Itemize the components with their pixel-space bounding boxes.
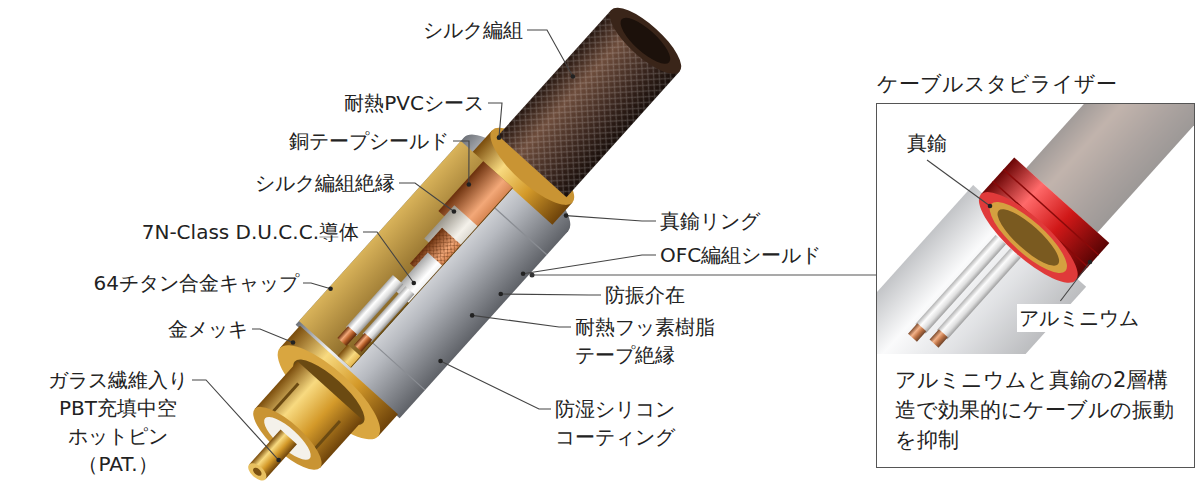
part-label: アルミニウム	[1017, 304, 1141, 332]
part-label: 真鍮	[907, 129, 947, 157]
part-label: シルク編組絶縁	[255, 169, 395, 197]
leader-dot	[412, 281, 417, 286]
part-label: 銅テープシールド	[289, 127, 449, 155]
leader-dot	[564, 213, 569, 218]
leader-dot	[452, 209, 457, 214]
leader-dot	[521, 271, 526, 276]
leader-dot	[571, 74, 576, 79]
leader-line	[252, 329, 293, 342]
leader-dot	[988, 204, 993, 209]
part-label: 64チタン合金キャップ	[94, 269, 299, 297]
leader-dot	[467, 182, 472, 187]
part-label: 7N-Class D.U.C.C.導体	[142, 218, 359, 246]
leader-dot	[470, 313, 475, 318]
leader-line	[527, 30, 573, 76]
part-label: シルク編組	[423, 16, 523, 44]
part-label: 耐熱フッ素樹脂 テープ絶縁	[575, 313, 715, 369]
leader-line	[472, 315, 571, 327]
leader-line	[453, 141, 469, 185]
leader-dot	[1088, 260, 1093, 265]
leader-dot	[276, 458, 281, 463]
part-label: 防振介在	[605, 281, 685, 309]
leader-line	[501, 294, 601, 296]
box-heading: ケーブルスタビライザー	[877, 70, 1117, 98]
leader-line	[363, 232, 414, 283]
part-label: 真鍮リング	[660, 207, 760, 235]
leader-dot	[291, 340, 296, 345]
leader-line	[488, 103, 502, 138]
part-label: 防湿シリコン コーティング	[555, 395, 675, 451]
leader-line	[523, 255, 656, 274]
leader-dot	[438, 359, 443, 364]
leader-dot	[328, 287, 333, 292]
part-label: 耐熱PVCシース	[344, 89, 484, 117]
leader-line	[927, 160, 990, 206]
leader-line	[1060, 262, 1090, 301]
part-label: OFC編組シールド	[660, 241, 821, 269]
leader-line	[399, 183, 454, 212]
leader-dot	[498, 292, 503, 297]
leader-line	[303, 283, 331, 289]
box-body: アルミニウムと真鍮の2層構造で効果的にケーブルの振動を抑制	[895, 365, 1180, 455]
inset-box: ケーブルスタビライザーアルミニウムと真鍮の2層構造で効果的にケーブルの振動を抑制	[876, 103, 1195, 468]
part-label: 金メッキ	[168, 315, 248, 343]
leader-line	[192, 380, 279, 460]
leader-line	[441, 361, 551, 409]
leader-line	[566, 216, 656, 221]
leader-dot	[497, 135, 502, 140]
part-label: ガラス繊維入り PBT充填中空 ホットピン （PAT.）	[48, 366, 188, 478]
